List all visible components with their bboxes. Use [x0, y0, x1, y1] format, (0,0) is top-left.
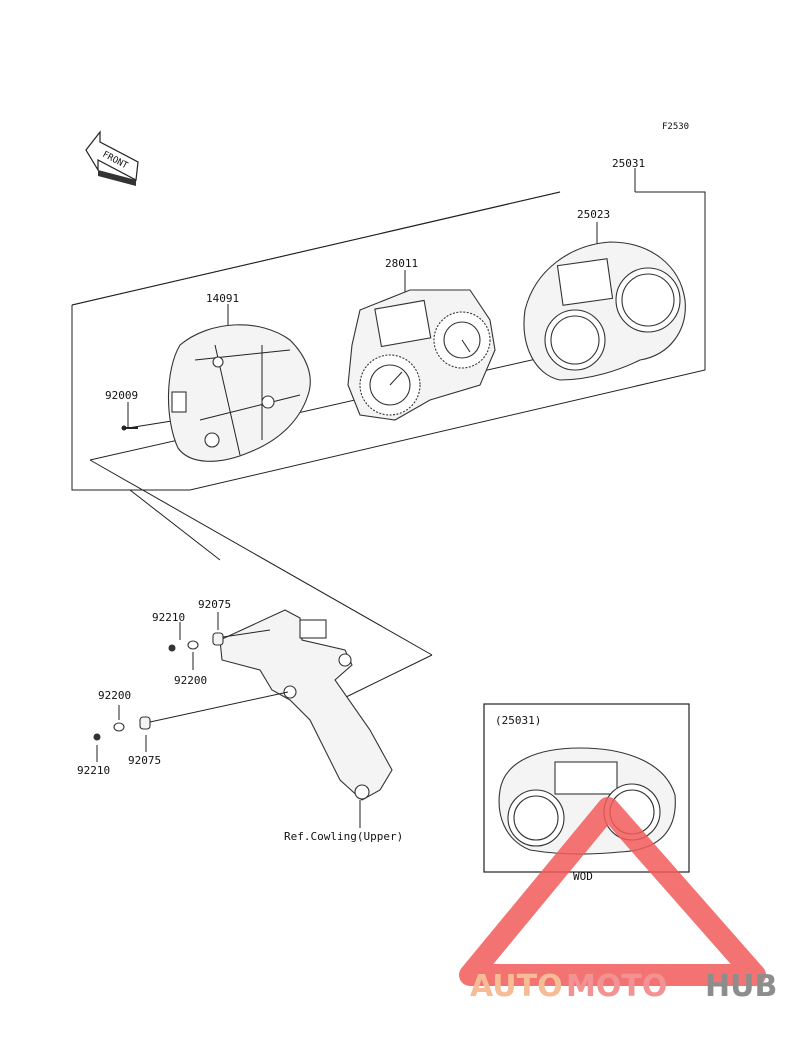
- watermark-auto: AUTO: [470, 969, 563, 1004]
- watermark-moto: MOTO: [566, 969, 667, 1004]
- callout-screw: 92009: [105, 389, 138, 402]
- bracket-frame-lines: [89, 459, 433, 701]
- bushing-upper-icon: [212, 632, 224, 646]
- meter-case-part: [523, 241, 686, 381]
- inset-title: (25031): [495, 714, 541, 727]
- washer-upper-icon: [187, 640, 199, 650]
- variant-inset: (25031) WOD: [483, 703, 690, 883]
- inset-variant: WOD: [573, 870, 593, 883]
- nut-upper-icon: [168, 644, 176, 652]
- callout-washer-lower: 92200: [98, 689, 131, 702]
- callout-case: 25023: [577, 208, 610, 221]
- fasteners: [93, 612, 361, 828]
- front-arrow-icon: FRONT: [85, 130, 139, 186]
- watermark-hub: HUB: [705, 969, 777, 1004]
- nut-lower-icon: [93, 733, 101, 741]
- washer-lower-icon: [113, 722, 125, 732]
- callout-bushing-lower: 92075: [128, 754, 161, 767]
- callout-nut-lower: 92210: [77, 764, 110, 777]
- meter-unit-part: [347, 289, 496, 421]
- callout-bushing-upper: 92075: [198, 598, 231, 611]
- screw-part: [121, 425, 138, 431]
- watermark-logo: AUTO MOTO HUB: [459, 797, 777, 1004]
- callout-nut-upper: 92210: [152, 611, 185, 624]
- callout-assembly: 25031: [612, 157, 645, 170]
- callout-back-cover: 14091: [206, 292, 239, 305]
- figure-code: F2530: [662, 122, 689, 132]
- mounting-bracket-part: [219, 609, 393, 801]
- back-cover-part: [167, 324, 311, 462]
- reference-note: Ref.Cowling(Upper): [284, 830, 403, 843]
- callout-meter-unit: 28011: [385, 257, 418, 270]
- watermark-triangle-icon: [459, 797, 766, 986]
- callout-washer-upper: 92200: [174, 674, 207, 687]
- bushing-lower-icon: [139, 716, 151, 730]
